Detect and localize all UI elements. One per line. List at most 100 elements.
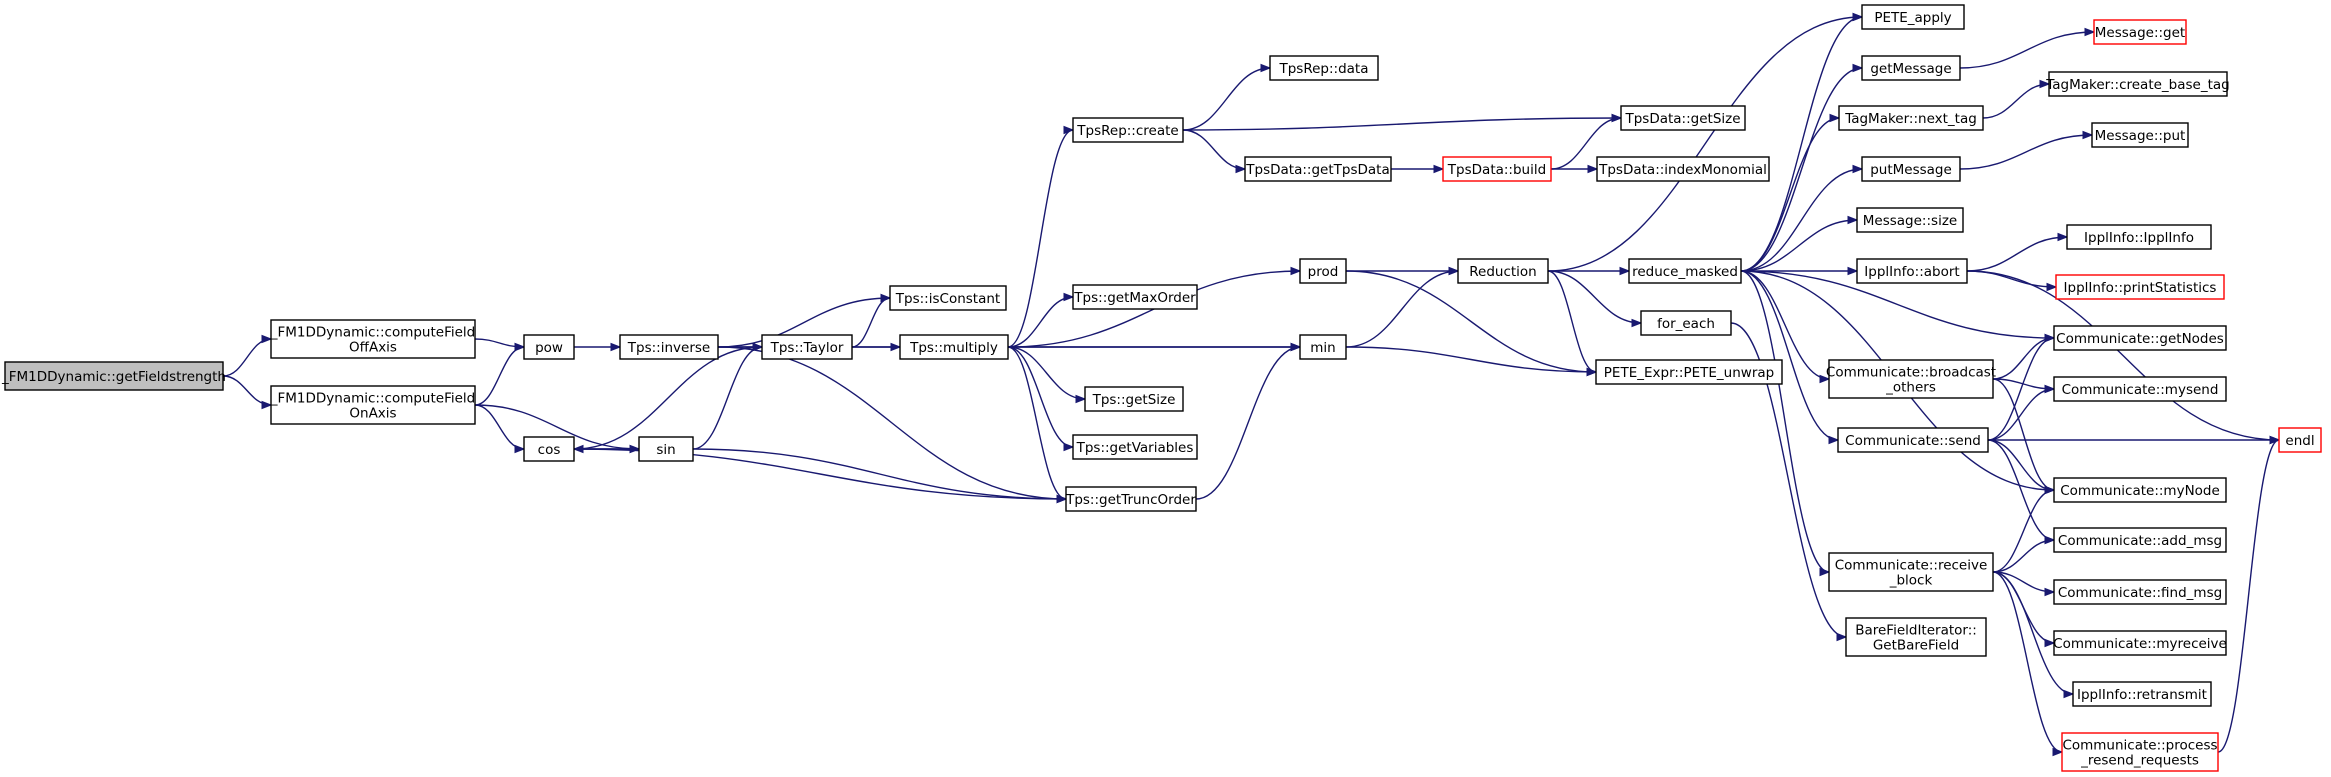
node-endl[interactable]: endl [2278,427,2322,453]
edge-ipplabort-to-printstats [1966,270,2058,292]
edge-reducemasked-to-peteapply [1740,12,1864,272]
arrow-head [1631,318,1643,328]
node-ipplabort[interactable]: IpplInfo::abort [1856,258,1968,284]
node-gettpsdata[interactable]: TpsData::getTpsData [1244,156,1392,182]
node-ipplinfo[interactable]: IpplInfo::IpplInfo [2066,224,2212,250]
arrow-head [2082,130,2094,140]
node-getmaxorder[interactable]: Tps::getMaxOrder [1072,284,1198,310]
node-label: endl [2285,433,2314,449]
node-min[interactable]: min [1299,334,1347,360]
node-box [270,385,476,425]
node-getsize[interactable]: Tps::getSize [1084,386,1184,412]
node-pow[interactable]: pow [523,334,575,360]
arrow-head [1290,342,1302,352]
edge-line [1740,270,1830,380]
node-prod[interactable]: prod [1299,258,1347,284]
node-printstats[interactable]: IpplInfo::printStatistics [2055,274,2225,300]
node-gettrunc[interactable]: Tps::getTruncOrder [1065,486,1197,512]
node-box [1084,386,1184,412]
edge-ipplabort-to-ipplinfo [1966,232,2069,272]
node-inverse[interactable]: Tps::inverse [619,334,719,360]
node-reduction[interactable]: Reduction [1457,258,1549,284]
node-broadcast[interactable]: Communicate::broadcast_others [1826,359,1996,399]
node-myreceive[interactable]: Communicate::myreceive [2053,630,2227,656]
edge-line [1345,346,1597,373]
node-root[interactable]: _FM1DDynamic::getFieldstrength [1,361,226,391]
node-isconst[interactable]: Tps::isConstant [889,285,1007,311]
node-box [2053,630,2227,656]
node-tagnext[interactable]: TagMaker::next_tag [1838,105,1984,131]
node-box [1072,117,1184,143]
node-taylor[interactable]: Tps::Taylor [761,334,853,360]
node-mysend[interactable]: Communicate::mysend [2053,376,2227,402]
node-sin[interactable]: sin [638,436,694,462]
node-putmessage[interactable]: putMessage [1861,156,1961,182]
node-findmsg[interactable]: Communicate::find_msg [2053,579,2227,605]
node-createbasetag[interactable]: TagMaker::create_base_tag [2045,71,2230,97]
node-tpsdatagetsize[interactable]: TpsData::getSize [1620,105,1746,131]
node-box [270,319,476,359]
node-peteapply[interactable]: PETE_apply [1861,4,1965,30]
edge-receive-to-processresend [1992,571,2064,757]
node-label: sin [656,442,675,458]
node-addmsg[interactable]: Communicate::add_msg [2053,527,2227,553]
arrow-head [1260,63,1272,73]
edge-line [1730,322,1847,638]
node-box [1072,434,1198,460]
node-reducemasked[interactable]: reduce_masked [1628,258,1742,284]
edge-line [1966,236,2068,272]
edge-reducemasked-to-msgsize [1740,215,1859,272]
node-indexmono[interactable]: TpsData::indexMonomial [1596,156,1770,182]
edge-multiply-to-tpsrepcreate [1007,125,1075,348]
node-cos[interactable]: cos [523,436,575,462]
node-getmessage[interactable]: getMessage [1861,55,1961,81]
node-box [1861,156,1961,182]
node-box [2053,376,2227,402]
node-msgsize[interactable]: Message::size [1856,207,1964,233]
edge-line [1740,270,1839,441]
node-box [1072,284,1198,310]
arrow-head [890,342,902,352]
node-mynode[interactable]: Communicate::myNode [2053,477,2227,503]
node-msgget[interactable]: Message::get [2093,19,2187,45]
node-tpsrepcreate[interactable]: TpsRep::create [1072,117,1184,143]
edge-line [1195,346,1301,500]
edge-root-to-cfoff [222,334,273,377]
node-label: reduce_masked [1632,264,1738,280]
node-retransmit[interactable]: IpplInfo::retransmit [2072,681,2212,707]
node-peteunwrap[interactable]: PETE_Expr::PETE_unwrap [1595,359,1783,385]
edge-line [222,375,272,406]
node-label: Communicate::receive [1835,558,1988,574]
arrow-head [1847,266,1859,276]
edge-line [1966,270,2280,441]
node-foreach[interactable]: for_each [1640,310,1732,336]
node-box [4,361,224,391]
edge-line [1992,337,2055,380]
node-receive[interactable]: Communicate::receive_block [1828,552,1994,592]
arrow-head [2044,535,2056,545]
arrow-head [572,444,584,454]
node-label: Tps::multiply [909,340,998,356]
node-box [1856,258,1968,284]
edge-line [1740,270,1830,573]
node-box [619,334,719,360]
node-label: PETE_apply [1874,10,1951,26]
node-barefield[interactable]: BareFieldIterator::GetBareField [1845,617,1987,657]
arrow-head [2084,27,2096,37]
edge-reduction-to-peteapply [1547,12,1864,272]
node-processresend[interactable]: Communicate::process_resend_requests [2061,732,2219,772]
edge-line [1547,16,1863,272]
node-multiply[interactable]: Tps::multiply [899,334,1009,360]
edge-multiply-to-getmaxorder [1007,292,1075,348]
arrow-head [1235,164,1247,174]
node-tpsdatabuild[interactable]: TpsData::build [1442,156,1552,182]
node-send[interactable]: Communicate::send [1837,427,1989,453]
node-getnodes[interactable]: Communicate::getNodes [2053,325,2227,351]
edge-line [1959,134,2093,170]
node-tpsrepdata[interactable]: TpsRep::data [1269,55,1379,81]
node-getvars[interactable]: Tps::getVariables [1072,434,1198,460]
node-msgput[interactable]: Message::put [2091,122,2189,148]
edge-line [1992,378,2055,491]
